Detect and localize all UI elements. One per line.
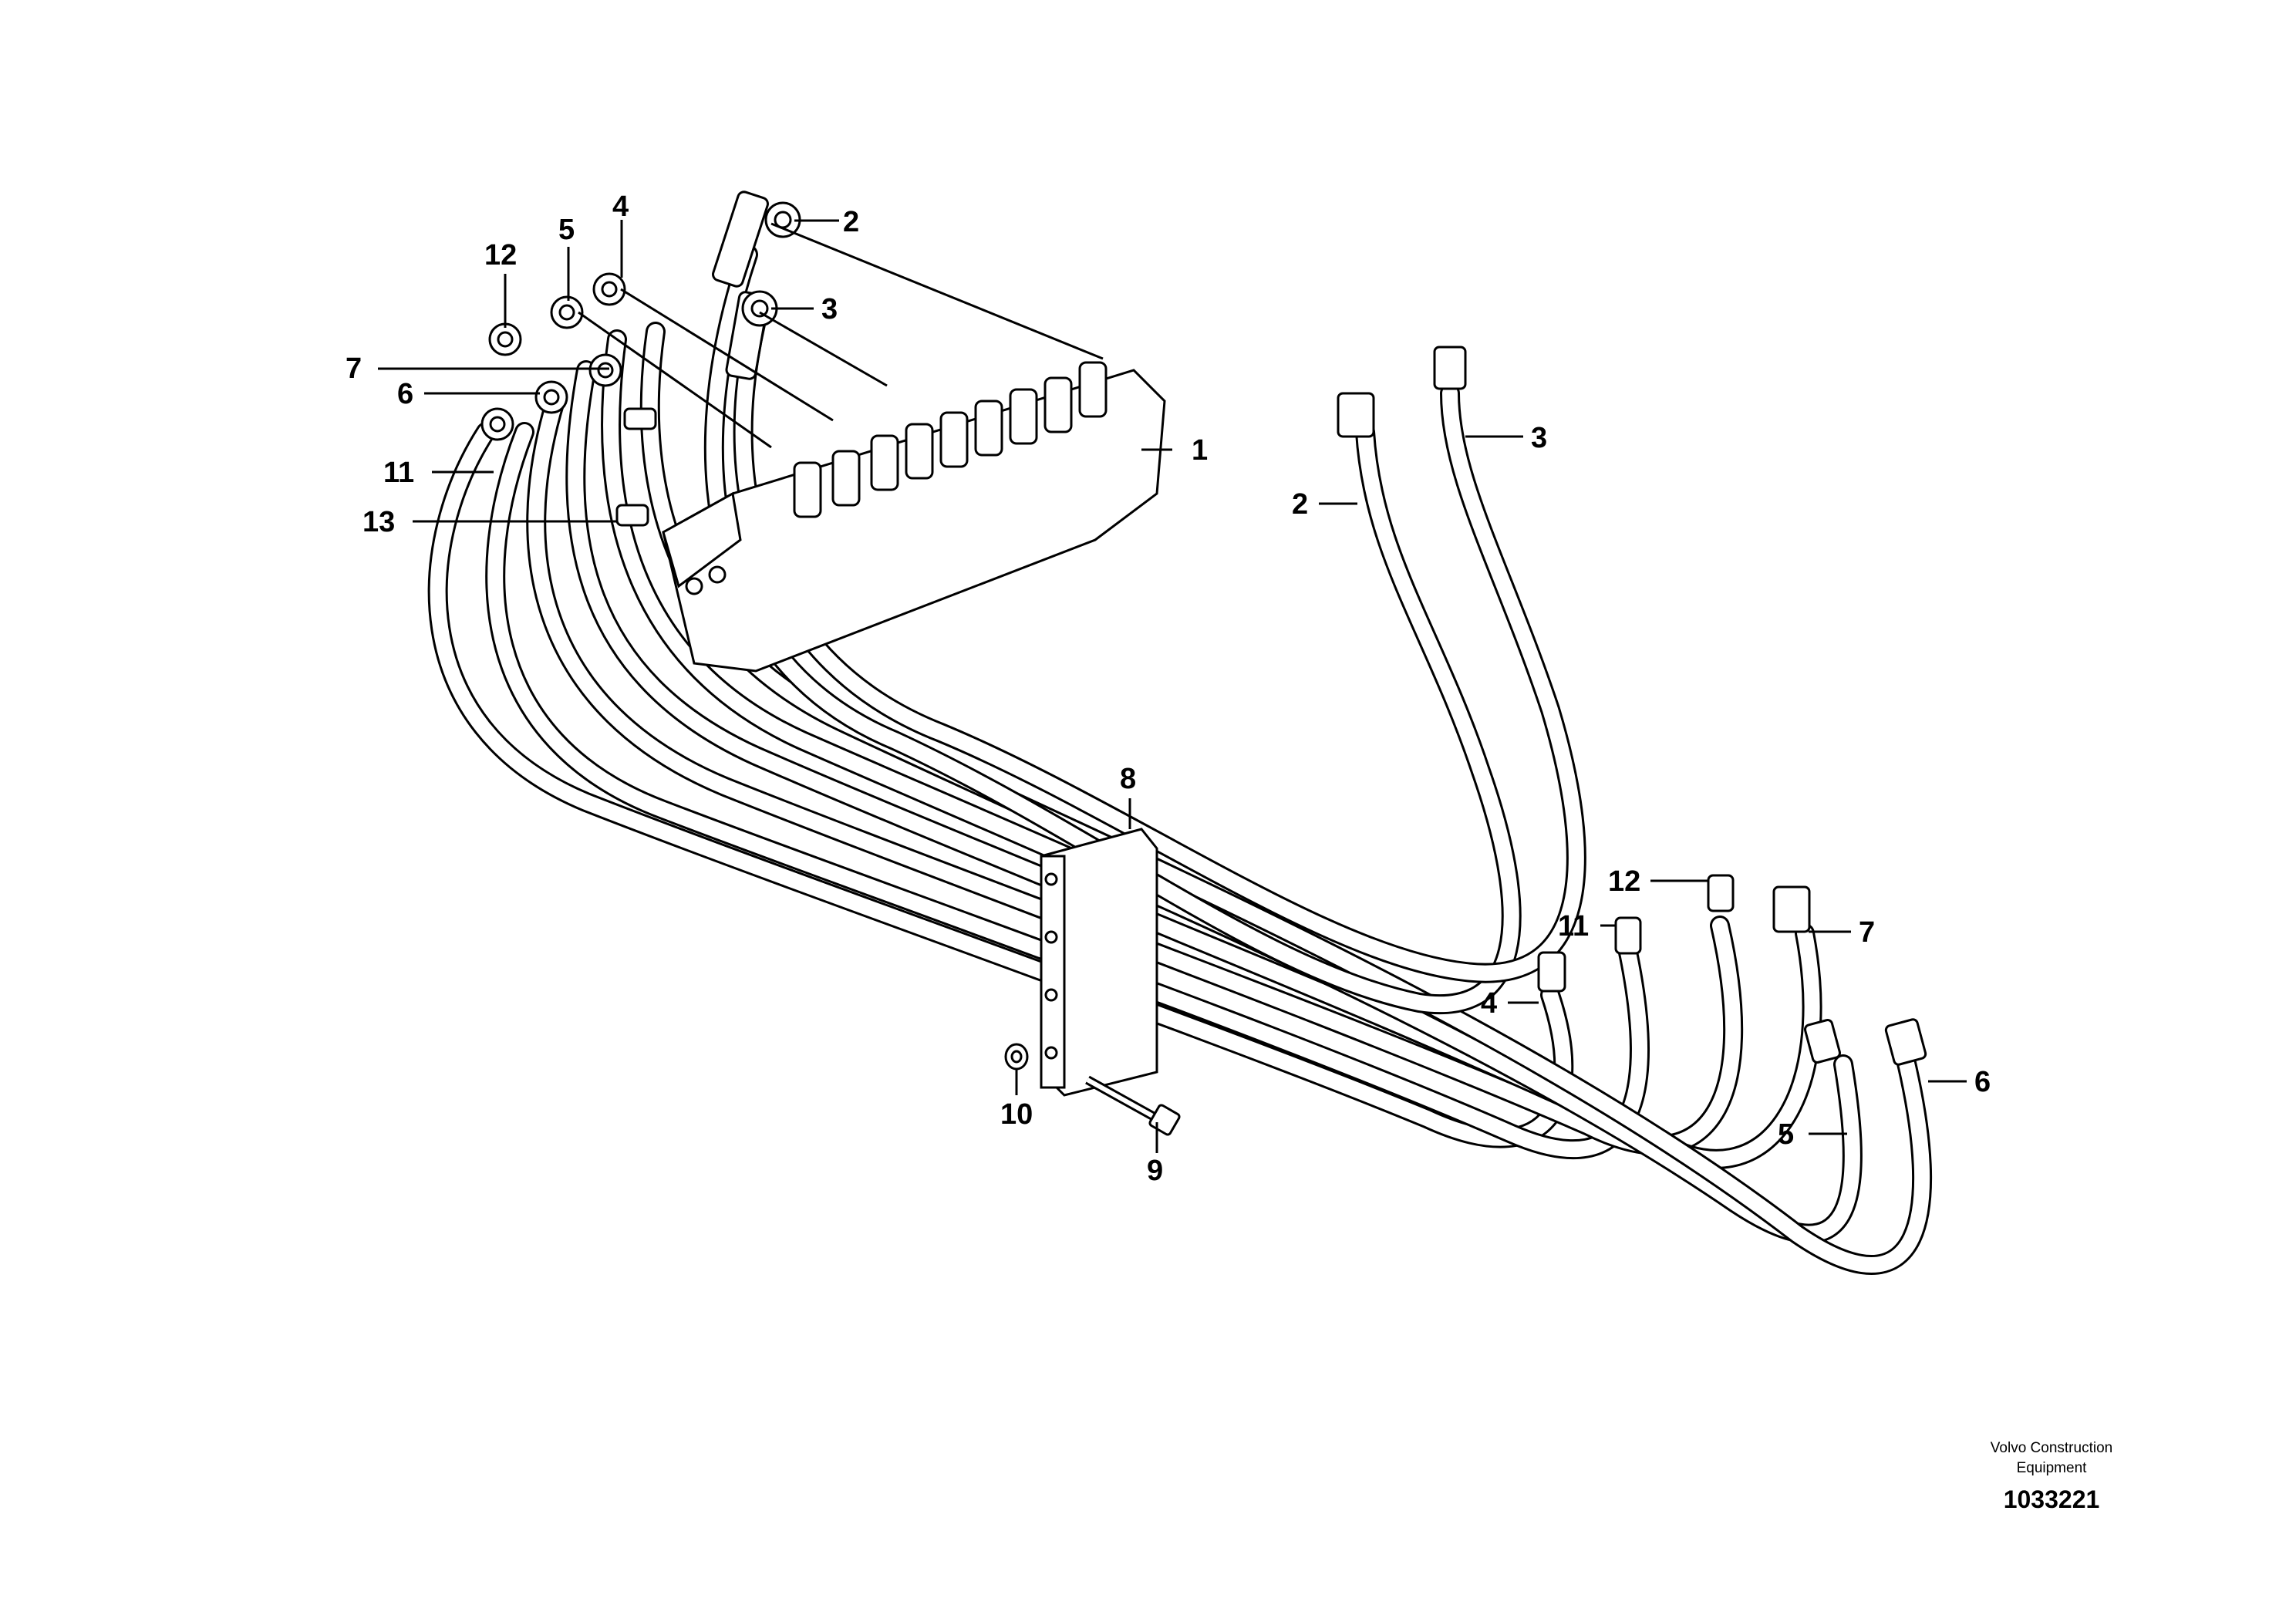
label-right-3: 3 [1531, 422, 1547, 454]
leader-lines [378, 219, 1967, 1153]
label-left-13: 13 [362, 506, 395, 538]
label-left-7: 7 [346, 352, 362, 385]
valve-spools [793, 361, 1108, 518]
end-fittings [1337, 346, 1927, 1066]
label-end-11: 11 [1558, 910, 1589, 943]
label-end-6: 6 [1974, 1066, 1991, 1098]
label-clamp-8: 8 [1120, 763, 1136, 795]
brand-line-2: Equipment [2017, 1460, 2088, 1476]
label-left-11: 11 [383, 457, 414, 489]
hose-bundle [427, 244, 1933, 1275]
label-top-2: 2 [843, 206, 859, 238]
label-right-2: 2 [1292, 488, 1308, 521]
label-top-3: 3 [821, 293, 838, 325]
brand-line-1: Volvo Construction [1991, 1440, 2112, 1456]
bolt [1085, 1075, 1181, 1136]
label-washer-10: 10 [1000, 1098, 1033, 1131]
label-top-5: 5 [558, 214, 575, 246]
hose-clamp [1040, 828, 1158, 1097]
top-fittings [480, 191, 801, 527]
label-1: 1 [1192, 434, 1208, 467]
label-end-12: 12 [1608, 865, 1640, 898]
label-bolt-9: 9 [1147, 1155, 1163, 1187]
label-end-5: 5 [1778, 1118, 1794, 1151]
washer [1004, 1043, 1029, 1071]
label-end-4: 4 [1481, 987, 1497, 1020]
drawing-number: 1033221 [2004, 1485, 2100, 1513]
label-top-12: 12 [484, 239, 517, 271]
label-end-7: 7 [1859, 916, 1875, 949]
drawing-footer: Volvo Construction Equipment 1033221 [1991, 1440, 2112, 1513]
label-left-6: 6 [397, 378, 413, 410]
valve-block [662, 361, 1166, 673]
label-top-4: 4 [612, 191, 629, 223]
callout-labels: 1 2 3 4 5 12 7 6 11 13 2 3 8 9 10 12 11 … [346, 191, 1991, 1187]
